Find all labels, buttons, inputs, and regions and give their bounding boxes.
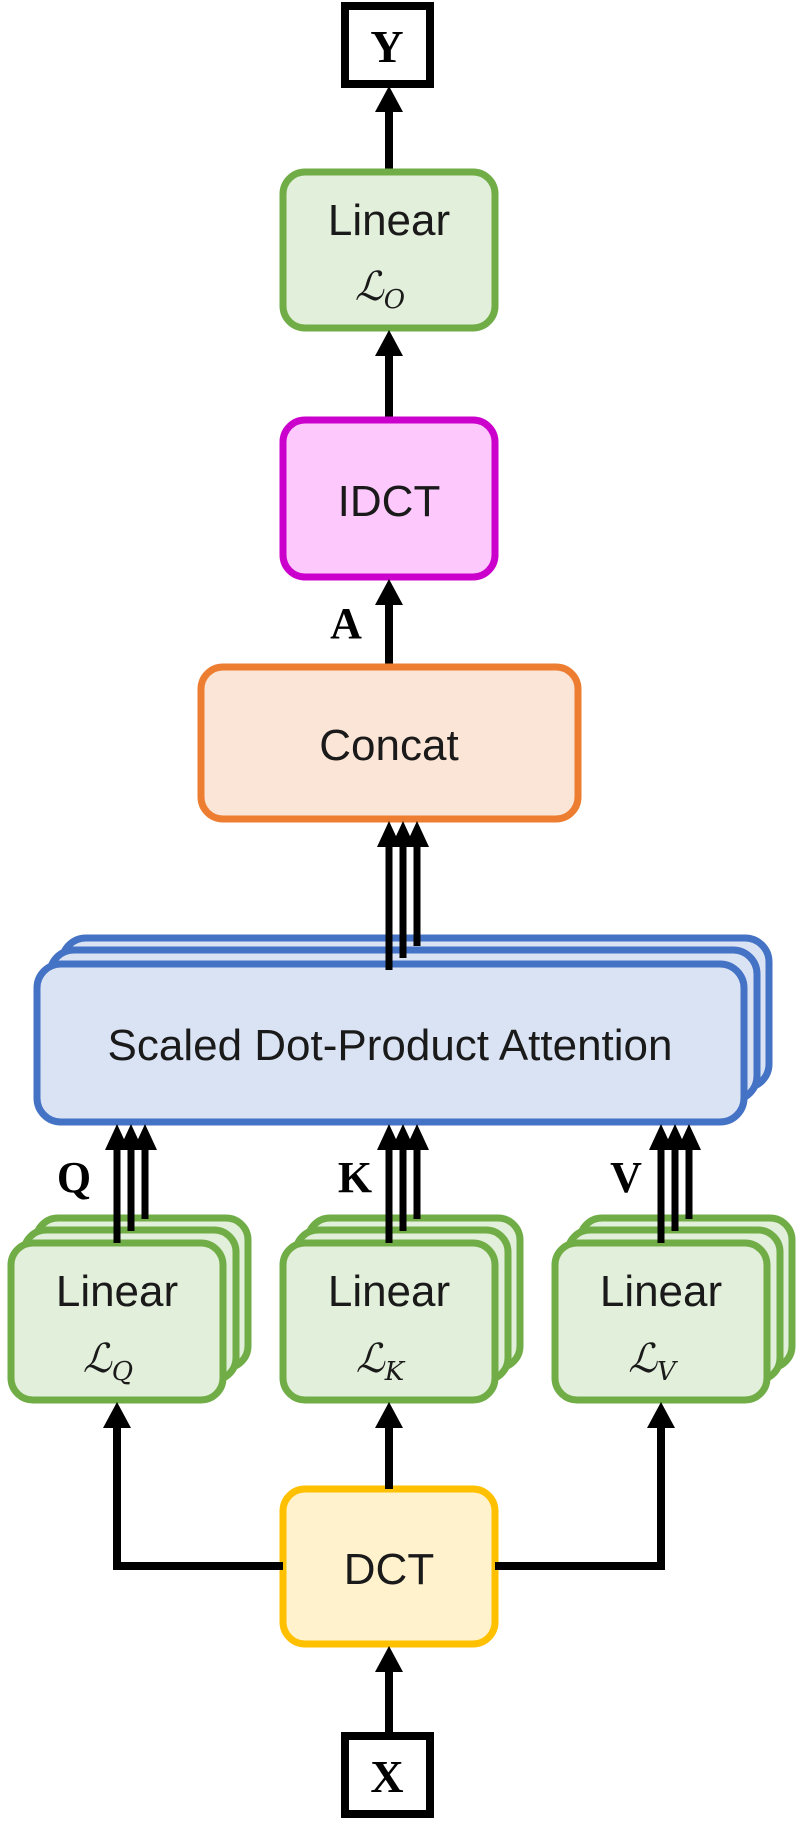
linear-q-node: Linear ℒQ [7, 1214, 252, 1404]
arrowhead-linear-v [647, 1402, 675, 1428]
linear-q-label: Linear [56, 1267, 178, 1316]
edge-label-q: Q [57, 1153, 91, 1202]
arrows-attention-to-concat [377, 821, 429, 970]
concat-node: Concat [197, 663, 582, 823]
attention-label: Scaled Dot-Product Attention [108, 1021, 673, 1070]
edge-label-k: K [338, 1153, 372, 1202]
arrowhead-y [375, 86, 403, 112]
linear-v-label: Linear [600, 1267, 722, 1316]
arrowhead-idct [375, 579, 403, 605]
arrow-dct-to-linear-v [495, 1426, 665, 1570]
arrowhead-linear-k [375, 1402, 403, 1428]
output-y-node: Y [341, 2, 434, 88]
linear-k-node: Linear ℒK [279, 1214, 524, 1404]
arrowhead-dct [375, 1646, 403, 1672]
arrows-v-to-attention [649, 1124, 701, 1243]
output-y-label: Y [370, 21, 403, 72]
linear-o-node: Linear ℒO [279, 168, 499, 332]
idct-label: IDCT [338, 477, 441, 526]
edge-label-a: A [330, 599, 362, 648]
linear-q-math: ℒQ [83, 1336, 133, 1387]
input-x-label: X [370, 1751, 403, 1802]
linear-k-label: Linear [328, 1267, 450, 1316]
linear-k-math: ℒK [356, 1336, 406, 1387]
edge-label-v: V [610, 1153, 642, 1202]
linear-v-math: ℒV [628, 1336, 678, 1387]
arrow-dct-to-linear-q [113, 1426, 283, 1570]
linear-o-math: ℒO [355, 264, 405, 315]
arrowhead-linear-o [375, 330, 403, 356]
arrows-q-to-attention [105, 1124, 157, 1243]
attention-node: Scaled Dot-Product Attention [33, 934, 773, 1126]
input-x-node: X [341, 1732, 434, 1818]
concat-label: Concat [319, 721, 458, 770]
idct-node: IDCT [279, 416, 499, 581]
dct-node: DCT [279, 1485, 499, 1648]
linear-o-label: Linear [328, 196, 450, 245]
dct-label: DCT [344, 1545, 434, 1594]
linear-v-node: Linear ℒV [551, 1214, 796, 1404]
arrowhead-linear-q [103, 1402, 131, 1428]
arrows-k-to-attention [377, 1124, 429, 1243]
